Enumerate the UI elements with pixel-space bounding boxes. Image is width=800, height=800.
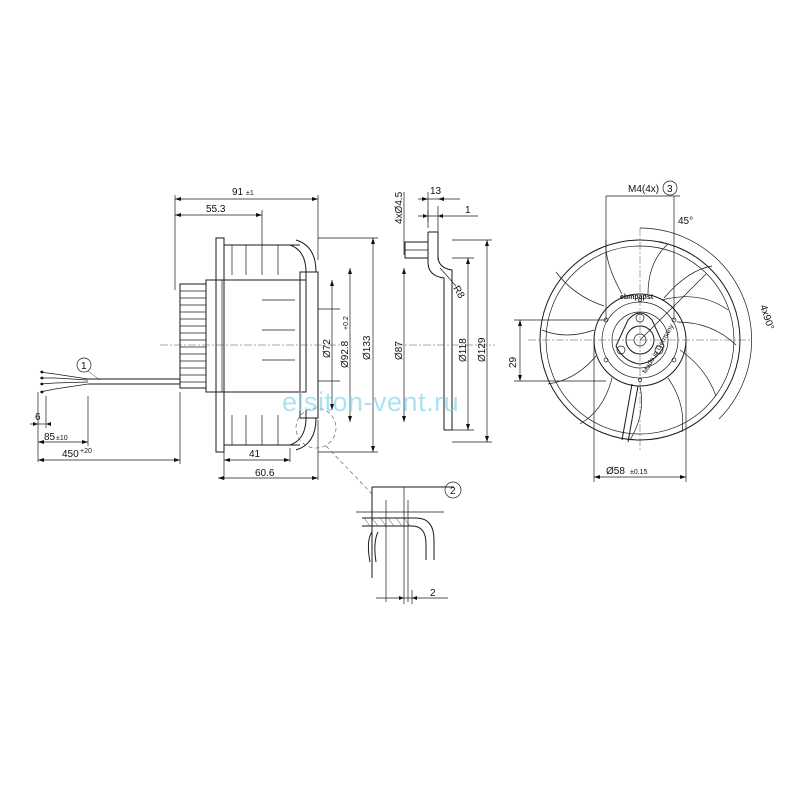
side-view: 91 ±1 55.3 [160,187,378,480]
dim-85: 85 [44,432,56,443]
cable-lead: 1 6 85 ±10 450 +20 [30,357,181,464]
dim-d72: Ø72 [322,339,333,358]
dim-41: 41 [249,449,261,460]
dim-d58-tol: ±0.15 [630,469,648,476]
dim-55-3: 55.3 [206,204,226,215]
callout-circle-2 [444,481,462,499]
front-view: ebmpapst Made in Germany M4(4x) 3 45° 4x… [508,180,776,482]
dim-13: 13 [430,186,442,197]
dim-d92-tol: +0.2 [343,316,350,330]
angle-45: 45° [678,216,693,227]
callout-3: 3 [667,184,673,195]
callout-circle-1 [76,357,92,373]
dim-60-6: 60.6 [255,468,275,479]
dim-91: 91 [232,187,244,198]
dim-hole: 4xØ4.5 [394,191,405,224]
dim-d129: Ø129 [477,337,488,362]
dim-6: 6 [35,412,41,423]
dim-450: 450 [62,449,79,460]
angle-4x90: 4x90° [757,304,775,332]
detail-view: 2 2 [295,407,462,604]
dim-2: 2 [430,588,436,599]
dim-d92: Ø92.8 [340,340,351,368]
thread-label: M4(4x) [628,184,659,195]
callout-circle-3 [662,180,678,196]
label-small: Made in Germany [642,323,676,375]
dim-91-tol: ±1 [246,190,254,197]
dim-d87: Ø87 [394,341,405,360]
dim-d133: Ø133 [362,335,373,360]
brand-label: ebmpapst [620,294,654,301]
callout-2: 2 [450,486,456,497]
callout-1: 1 [81,361,87,372]
dim-85-tol: ±10 [56,435,68,442]
dim-29: 29 [508,356,519,368]
dim-d58: Ø58 [606,466,625,477]
dim-450-tol: +20 [80,448,92,455]
dim-r8: R8 [450,284,466,301]
watermark: elsiton-vent.ru [282,387,459,417]
dim-d118: Ø118 [458,338,469,362]
dim-1: 1 [465,205,471,216]
